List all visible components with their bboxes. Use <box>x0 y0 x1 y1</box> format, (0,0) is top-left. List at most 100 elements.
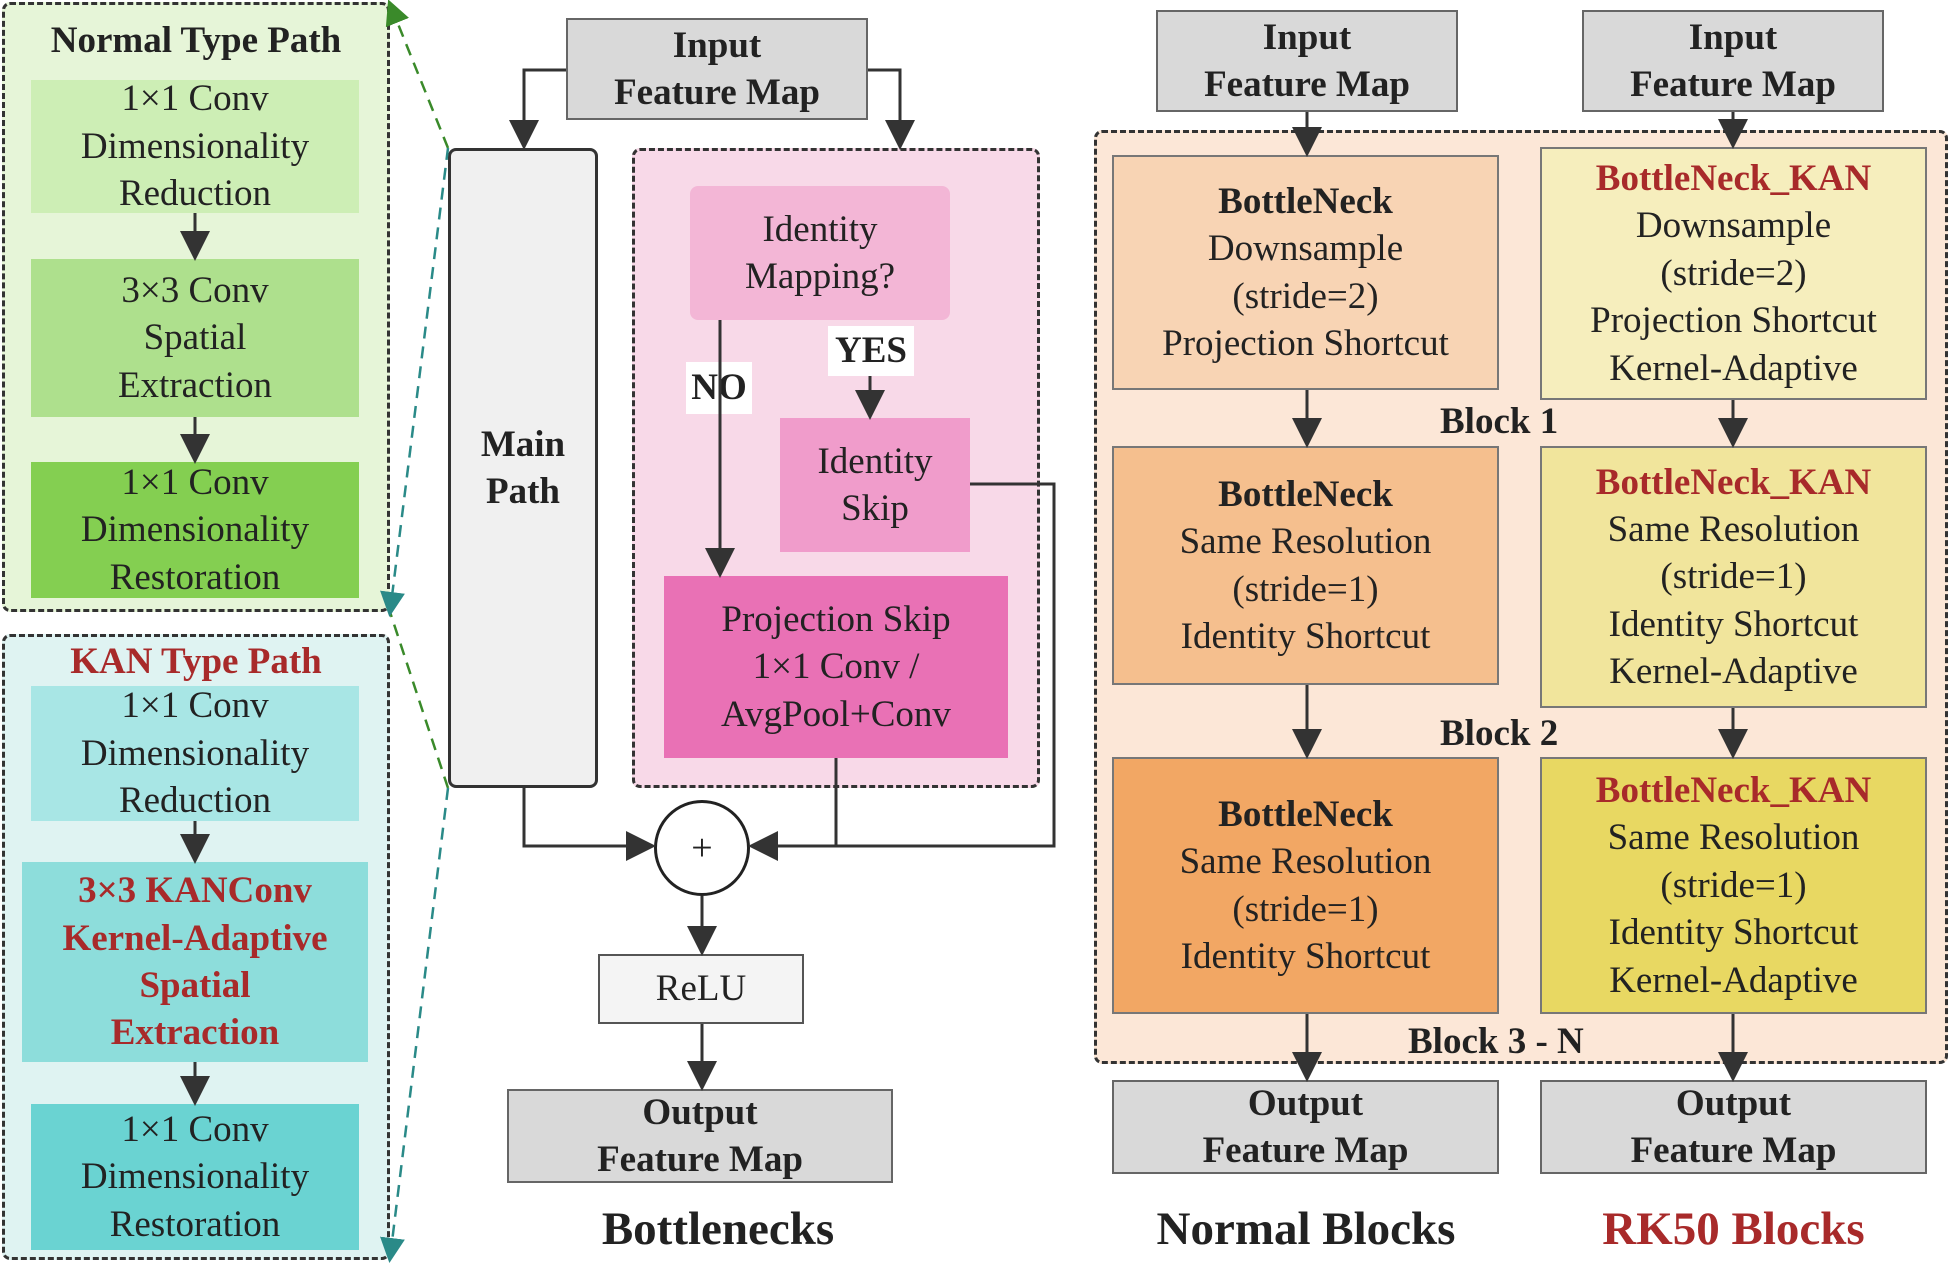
step-line: 1×1 Conv <box>121 461 269 503</box>
rk50-blocks-caption-text: RK50 Blocks <box>1602 1203 1865 1255</box>
step-line: Spatial <box>143 317 247 359</box>
zoom-line-green-top <box>385 0 450 149</box>
step-line: Reduction <box>118 173 272 215</box>
block-line: Identity Shortcut <box>1608 603 1859 645</box>
block-label-text: Block 3 - N <box>1408 1021 1584 1062</box>
step-line: Dimensionality <box>80 125 310 167</box>
block-line: BottleNeck_KAN <box>1595 158 1872 200</box>
block-line: (stride=2) <box>1660 252 1807 294</box>
step-line: 3×3 Conv <box>121 269 269 311</box>
rk50-block-1: BottleNeck_KAN Downsample (stride=2) Pro… <box>1540 147 1927 400</box>
block-line: Projection Shortcut <box>1162 322 1449 364</box>
bottleneck-output: Output Feature Map <box>507 1089 893 1183</box>
block-line: (stride=1) <box>1660 864 1807 906</box>
normal-path-title: Normal Type Path <box>6 12 386 70</box>
block-line: Kernel-Adaptive <box>1609 959 1858 1001</box>
arrow <box>868 68 915 150</box>
main-path-line: Path <box>486 471 560 512</box>
block-line: (stride=1) <box>1232 888 1379 930</box>
normal-blocks-caption: Normal Blocks <box>1106 1202 1506 1256</box>
identity-mapping-decision: Identity Mapping? <box>690 186 950 320</box>
block-line: Same Resolution <box>1179 841 1432 883</box>
kan-path-title-text: KAN Type Path <box>70 641 322 683</box>
zoom-line-teal-top <box>380 147 450 617</box>
step-line: Kernel-Adaptive <box>62 917 328 959</box>
bottleneck-input: Input Feature Map <box>566 18 868 120</box>
normal-block-2: BottleNeck Same Resolution (stride=1) Id… <box>1112 446 1499 685</box>
normal-input: Input Feature Map <box>1156 10 1458 112</box>
yes-text: YES <box>835 330 907 372</box>
block-line: BottleNeck <box>1218 793 1393 835</box>
input-line: Feature Map <box>614 72 820 113</box>
block-line: BottleNeck_KAN <box>1595 461 1872 503</box>
decision-line: Identity <box>762 208 878 250</box>
proj-line: AvgPool+Conv <box>721 693 951 735</box>
rk50-block-3: BottleNeck_KAN Same Resolution (stride=1… <box>1540 757 1927 1014</box>
arrow <box>748 482 1056 861</box>
step-line: Restoration <box>109 556 281 598</box>
block-label-text: Block 1 <box>1440 401 1559 442</box>
step-line: Extraction <box>110 1012 280 1054</box>
skip-line: Skip <box>841 488 909 529</box>
input-line: Feature Map <box>1204 64 1410 105</box>
yes-label: YES <box>828 326 914 376</box>
block-line: BottleNeck_KAN <box>1595 770 1872 812</box>
block-line: (stride=2) <box>1232 275 1379 317</box>
rk50-input: Input Feature Map <box>1582 10 1884 112</box>
block-line: Identity Shortcut <box>1180 615 1431 657</box>
normal-step-2: 3×3 Conv Spatial Extraction <box>31 259 359 417</box>
block-line: Kernel-Adaptive <box>1609 347 1858 389</box>
input-line: Input <box>1688 16 1778 58</box>
rk50-block-2: BottleNeck_KAN Same Resolution (stride=1… <box>1540 446 1927 708</box>
main-path-line: Main <box>480 423 566 465</box>
decision-line: Mapping? <box>744 256 896 297</box>
proj-line: Projection Skip <box>721 598 951 640</box>
block-1-label: Block 1 <box>1440 400 1558 443</box>
step-line: Dimensionality <box>80 732 310 774</box>
block-2-label: Block 2 <box>1440 712 1558 755</box>
block-line: Projection Shortcut <box>1590 300 1877 342</box>
rk50-blocks-caption: RK50 Blocks <box>1540 1202 1927 1256</box>
normal-block-3: BottleNeck Same Resolution (stride=1) Id… <box>1112 757 1499 1014</box>
normal-step-3: 1×1 Conv Dimensionality Restoration <box>31 462 359 598</box>
relu-text: ReLU <box>655 968 747 1010</box>
zoom-line-green-bottom <box>388 611 450 789</box>
normal-path-title-text: Normal Type Path <box>50 20 342 62</box>
output-line: Output <box>642 1091 758 1133</box>
input-line: Input <box>1262 16 1352 58</box>
block-line: BottleNeck <box>1218 180 1393 222</box>
block-line: Identity Shortcut <box>1608 912 1859 954</box>
output-line: Feature Map <box>597 1139 803 1180</box>
step-line: Restoration <box>109 1203 281 1245</box>
block-line: Downsample <box>1207 228 1404 270</box>
arrow <box>522 788 656 861</box>
step-line: 1×1 Conv <box>121 685 269 727</box>
skip-line: Identity <box>817 440 933 482</box>
relu-box: ReLU <box>598 954 804 1024</box>
kan-step-2: 3×3 KANConv Kernel-Adaptive Spatial Extr… <box>22 862 368 1062</box>
output-line: Output <box>1247 1082 1364 1124</box>
proj-line: 1×1 Conv / <box>752 646 920 688</box>
block-line: Kernel-Adaptive <box>1609 651 1858 693</box>
projection-skip: Projection Skip 1×1 Conv / AvgPool+Conv <box>664 576 1008 758</box>
output-line: Feature Map <box>1202 1130 1409 1171</box>
step-line: Dimensionality <box>80 1156 310 1198</box>
step-line: 1×1 Conv <box>121 78 269 120</box>
zoom-line-teal-bottom <box>380 787 450 1263</box>
step-line: 1×1 Conv <box>121 1108 269 1150</box>
block-line: (stride=1) <box>1660 556 1807 598</box>
block-line: Downsample <box>1635 205 1832 247</box>
step-line: 3×3 KANConv <box>78 870 312 912</box>
normal-output: Output Feature Map <box>1112 1080 1499 1174</box>
step-line: Reduction <box>118 780 272 822</box>
step-line: Spatial <box>139 965 251 1006</box>
add-symbol: + <box>691 827 713 869</box>
arrow <box>509 68 566 150</box>
kan-step-3: 1×1 Conv Dimensionality Restoration <box>31 1104 359 1250</box>
block-line: BottleNeck <box>1218 473 1393 515</box>
output-line: Feature Map <box>1630 1130 1837 1171</box>
rk50-output: Output Feature Map <box>1540 1080 1927 1174</box>
kan-step-1: 1×1 Conv Dimensionality Reduction <box>31 685 359 822</box>
normal-step-1: 1×1 Conv Dimensionality Reduction <box>31 78 359 214</box>
bottlenecks-caption-text: Bottlenecks <box>601 1203 835 1255</box>
